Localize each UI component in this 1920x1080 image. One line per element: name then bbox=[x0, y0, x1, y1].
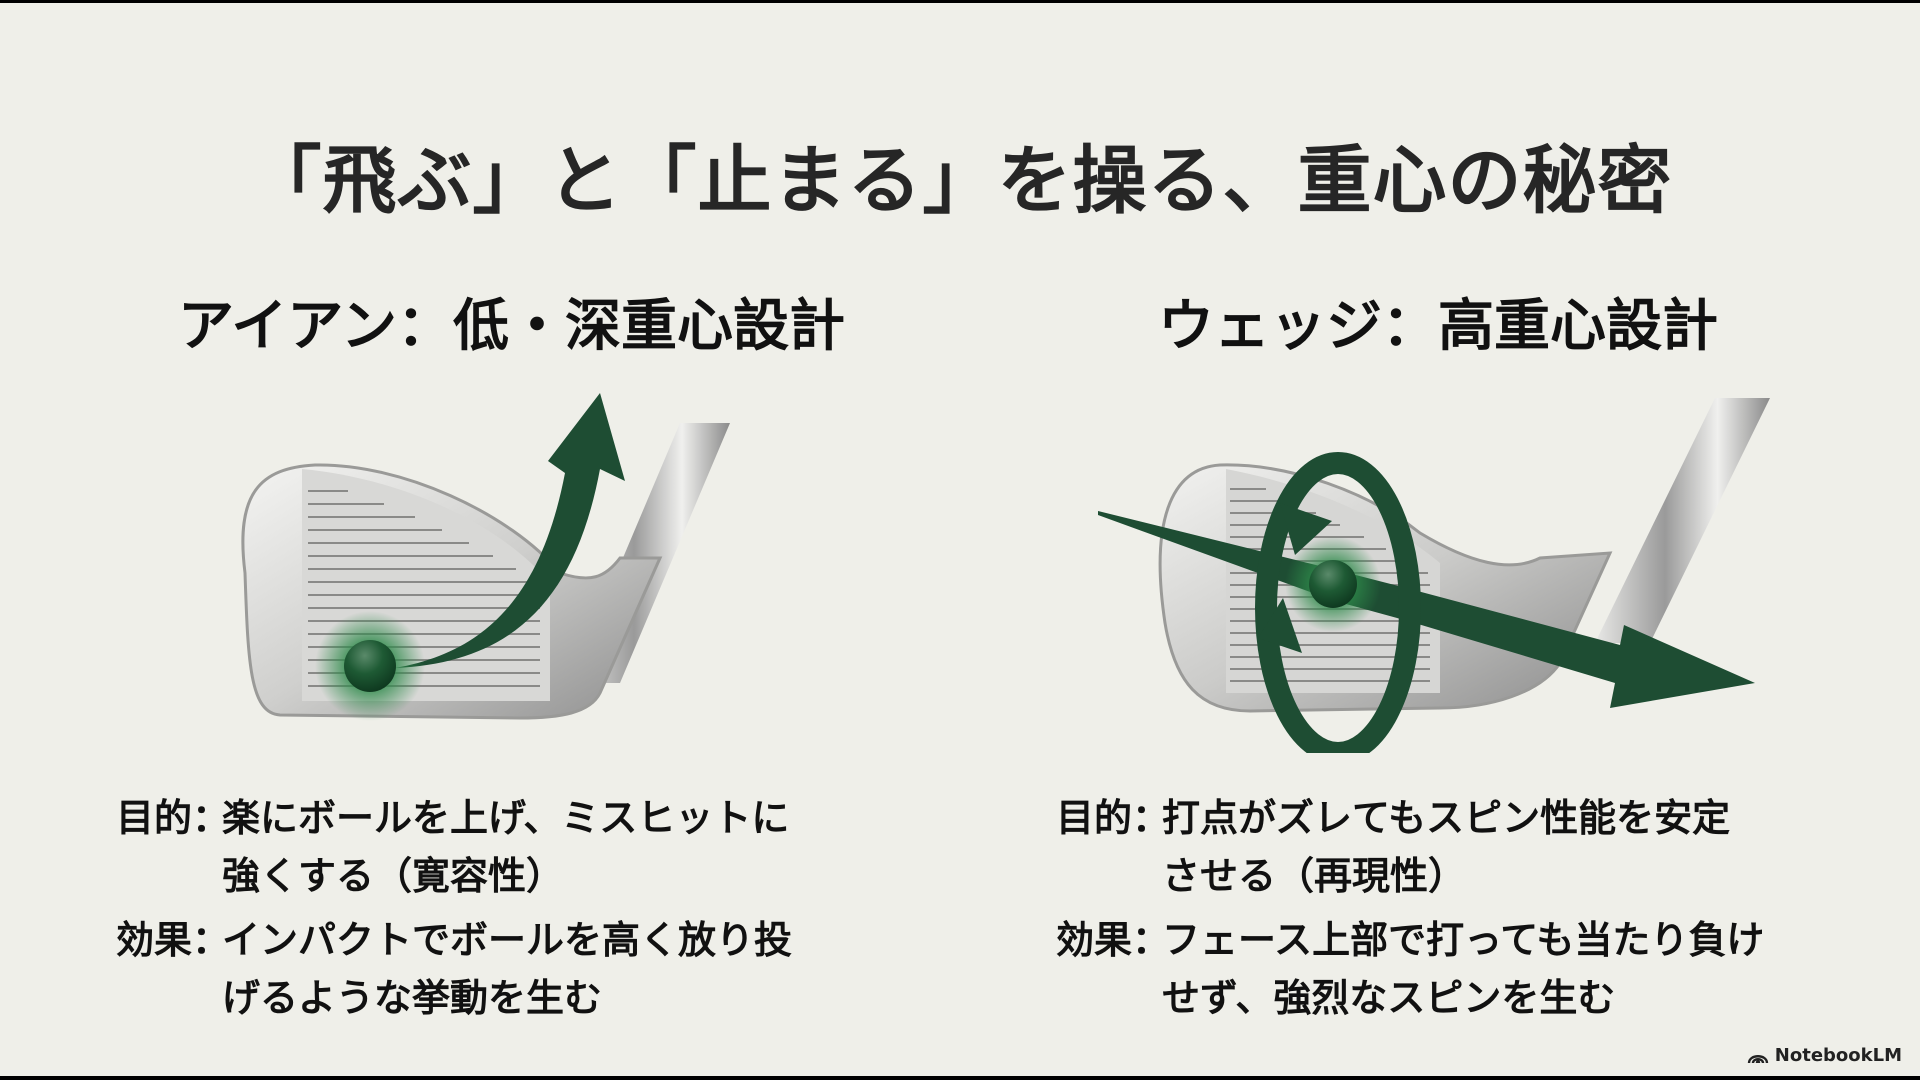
brand-name: NotebookLM bbox=[1774, 1045, 1902, 1066]
colon: ： bbox=[1132, 918, 1171, 962]
effect-label: 効果 bbox=[116, 918, 193, 962]
wedge-description: 目的 ： 打点がズレてもスピン性能を安定 させる（再現性） 効果 ： フェース上… bbox=[1056, 789, 1802, 1033]
purpose-label: 目的 bbox=[116, 796, 193, 840]
iron-description: 目的 ： 楽にボールを上げ、ミスヒットに 強くする（寛容性） 効果 ： インパク… bbox=[116, 789, 822, 1033]
wedge-effect: 効果 ： フェース上部で打っても当たり負け せず、強烈なスピンを生む bbox=[1056, 911, 1802, 1027]
iron-effect: 効果 ： インパクトでボールを高く放り投 げるような挙動を生む bbox=[116, 911, 822, 1027]
wedge-illustration bbox=[1090, 383, 1770, 764]
colon: ： bbox=[192, 918, 231, 962]
notebooklm-logo-icon bbox=[1747, 1054, 1768, 1063]
notebooklm-watermark: NotebookLM bbox=[1747, 1045, 1902, 1066]
iron-purpose: 目的 ： 楽にボールを上げ、ミスヒットに 強くする（寛容性） bbox=[116, 789, 822, 905]
effect-label: 効果 bbox=[1056, 918, 1133, 962]
iron-clubhead-icon bbox=[241, 393, 730, 721]
purpose-text: 打点がズレてもスピン性能を安定 させる（再現性） bbox=[1162, 796, 1731, 898]
effect-text: インパクトでボールを高く放り投 げるような挙動を生む bbox=[222, 918, 793, 1020]
iron-illustration bbox=[220, 383, 820, 733]
purpose-label: 目的 bbox=[1056, 796, 1133, 840]
purpose-text: 楽にボールを上げ、ミスヒットに 強くする（寛容性） bbox=[222, 796, 790, 898]
wedge-clubhead-icon bbox=[1098, 398, 1770, 764]
iron-heading: アイアン：低・深重心設計 bbox=[178, 294, 845, 359]
slide-title: 「飛ぶ」と「止まる」を操る、重心の秘密 bbox=[247, 138, 1673, 224]
slide: 「飛ぶ」と「止まる」を操る、重心の秘密 アイアン：低・深重心設計 ウェッジ：高重… bbox=[0, 3, 1920, 1076]
wedge-purpose: 目的 ： 打点がズレてもスピン性能を安定 させる（再現性） bbox=[1056, 789, 1802, 905]
effect-text: フェース上部で打っても当たり負け せず、強烈なスピンを生む bbox=[1162, 918, 1765, 1020]
wedge-heading: ウェッジ：高重心設計 bbox=[1158, 294, 1718, 359]
colon: ： bbox=[1132, 796, 1171, 840]
colon: ： bbox=[192, 796, 231, 840]
